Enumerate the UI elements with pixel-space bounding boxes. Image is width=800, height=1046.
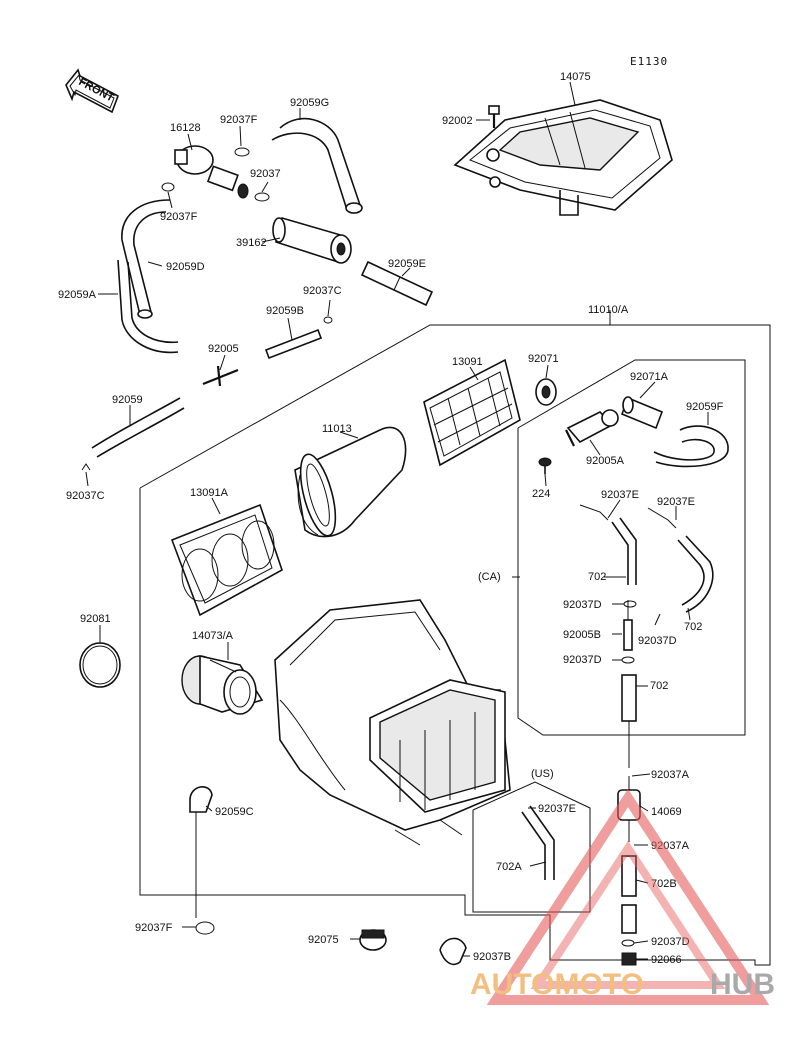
part-label-92059c: 92059C <box>215 806 254 818</box>
filter-39162-part <box>272 217 352 264</box>
part-label-92037f-left: 92037F <box>160 211 198 223</box>
part-label-13091a: 13091A <box>190 487 229 499</box>
part-label-92037f-bottom: 92037F <box>135 922 173 934</box>
group-us-label: (US) <box>531 768 554 780</box>
bolt-part <box>488 105 500 128</box>
element-holder-13091a-part <box>170 503 283 617</box>
hose-702-ca-bottom-part <box>621 674 637 768</box>
hose-702a-part <box>521 805 555 880</box>
part-label-92059f: 92059F <box>686 401 724 413</box>
part-label-14073a: 14073/A <box>192 630 234 642</box>
hose-92059-part <box>91 397 185 458</box>
clamp-92037f-bottom-part <box>195 921 215 935</box>
fitting-92066-part <box>621 952 637 966</box>
group-frame-ca <box>517 359 746 736</box>
hose-702-ca-right-part <box>677 535 714 613</box>
watermark-text-hub: HUB <box>710 968 775 1001</box>
hose-92059a-part <box>117 259 179 354</box>
part-labels: E1130 FRONT 11010/A (CA) (US) 14075 9200… <box>58 55 724 966</box>
part-label-92037d-a: 92037D <box>563 599 602 611</box>
part-label-11013: 11013 <box>322 423 352 435</box>
air-valve-part <box>174 145 249 199</box>
part-label-702-a: 702 <box>588 571 606 583</box>
part-label-92037e-us: 92037E <box>538 803 576 815</box>
part-label-92059g: 92059G <box>290 97 329 109</box>
air-box-cover-part <box>453 99 673 216</box>
part-label-92005: 92005 <box>208 343 239 355</box>
part-label-224: 224 <box>532 488 550 500</box>
part-label-702b: 702B <box>651 878 677 890</box>
part-label-92005a: 92005A <box>586 455 625 467</box>
valve-92005a-part <box>565 409 619 447</box>
part-label-92081: 92081 <box>80 613 111 625</box>
part-label-14069: 14069 <box>651 806 682 818</box>
part-label-92037d-b: 92037D <box>638 635 677 647</box>
part-label-92037-top: 92037 <box>250 168 281 180</box>
watermark-logo: AUTOMOTO HUB <box>470 788 775 1005</box>
hose-92059e-part <box>360 260 434 307</box>
screw-224-part <box>538 457 552 474</box>
o-ring-92081-part <box>79 642 121 688</box>
part-label-92071: 92071 <box>528 353 559 365</box>
part-label-92037e-a: 92037E <box>601 489 639 501</box>
group-frame-us <box>472 781 591 913</box>
air-box-housing-part <box>274 599 511 846</box>
part-label-92037e-b: 92037E <box>657 496 695 508</box>
part-label-702-b: 702 <box>684 621 702 633</box>
part-label-92037d-bottom: 92037D <box>651 936 690 948</box>
diagram-code: E1130 <box>630 55 668 68</box>
air-filter-element-11013-part <box>294 426 407 538</box>
part-label-92071a: 92071A <box>630 371 669 383</box>
part-label-92037b: 92037B <box>473 951 511 963</box>
part-label-92059b: 92059B <box>266 305 304 317</box>
joint-92005b-part <box>623 600 633 651</box>
part-label-92059d: 92059D <box>166 261 205 273</box>
grommet-92071-part <box>535 378 557 406</box>
clamp-92037b-part <box>439 937 467 966</box>
part-label-92059a: 92059A <box>58 289 97 301</box>
part-label-92005b: 92005B <box>563 629 601 641</box>
part-label-92059e: 92059E <box>388 258 426 270</box>
part-label-702-c: 702 <box>650 680 668 692</box>
hose-clamp-part <box>161 147 270 202</box>
hose-92059b-part <box>264 328 323 360</box>
joint-92005-part <box>202 365 239 387</box>
hose-702b-part <box>621 855 637 934</box>
part-label-92075: 92075 <box>308 934 339 946</box>
front-arrow-icon <box>65 68 119 114</box>
cap-92075-part <box>359 929 387 951</box>
part-label-39162: 39162 <box>236 237 267 249</box>
part-label-92059: 92059 <box>112 394 143 406</box>
group-ca-label: (CA) <box>478 571 501 583</box>
part-label-92002: 92002 <box>442 115 473 127</box>
pipe-92071a-part <box>620 396 664 430</box>
hose-92059g-part <box>271 117 363 214</box>
clip-92037c-left-part <box>81 463 91 471</box>
duct-14073a-part <box>181 655 264 715</box>
part-label-92037c-left: 92037C <box>66 490 105 502</box>
part-label-92037c-mid: 92037C <box>303 285 342 297</box>
hose-92059f-part <box>653 425 729 468</box>
group-frame-main <box>139 324 771 966</box>
watermark-text-automoto: AUTOMOTO <box>470 968 644 1001</box>
element-holder-13091-part <box>423 358 521 467</box>
part-label-92066: 92066 <box>651 954 682 966</box>
part-label-702a: 702A <box>496 861 522 873</box>
part-label-14075: 14075 <box>560 71 591 83</box>
part-label-92037a-a: 92037A <box>651 769 690 781</box>
clip-92037c-part <box>323 316 333 324</box>
part-label-16128: 16128 <box>170 122 201 134</box>
part-label-13091: 13091 <box>452 356 483 368</box>
part-label-92037f-top: 92037F <box>220 114 258 126</box>
group-main-label: 11010/A <box>588 304 629 316</box>
part-label-92037d-c: 92037D <box>563 654 602 666</box>
leader-lines <box>85 81 709 960</box>
clip-92037e-part <box>579 504 677 529</box>
elbow-92059c-part <box>189 786 213 918</box>
hose-702-ca-left-part <box>611 517 637 585</box>
hose-92059d-part <box>121 199 171 319</box>
